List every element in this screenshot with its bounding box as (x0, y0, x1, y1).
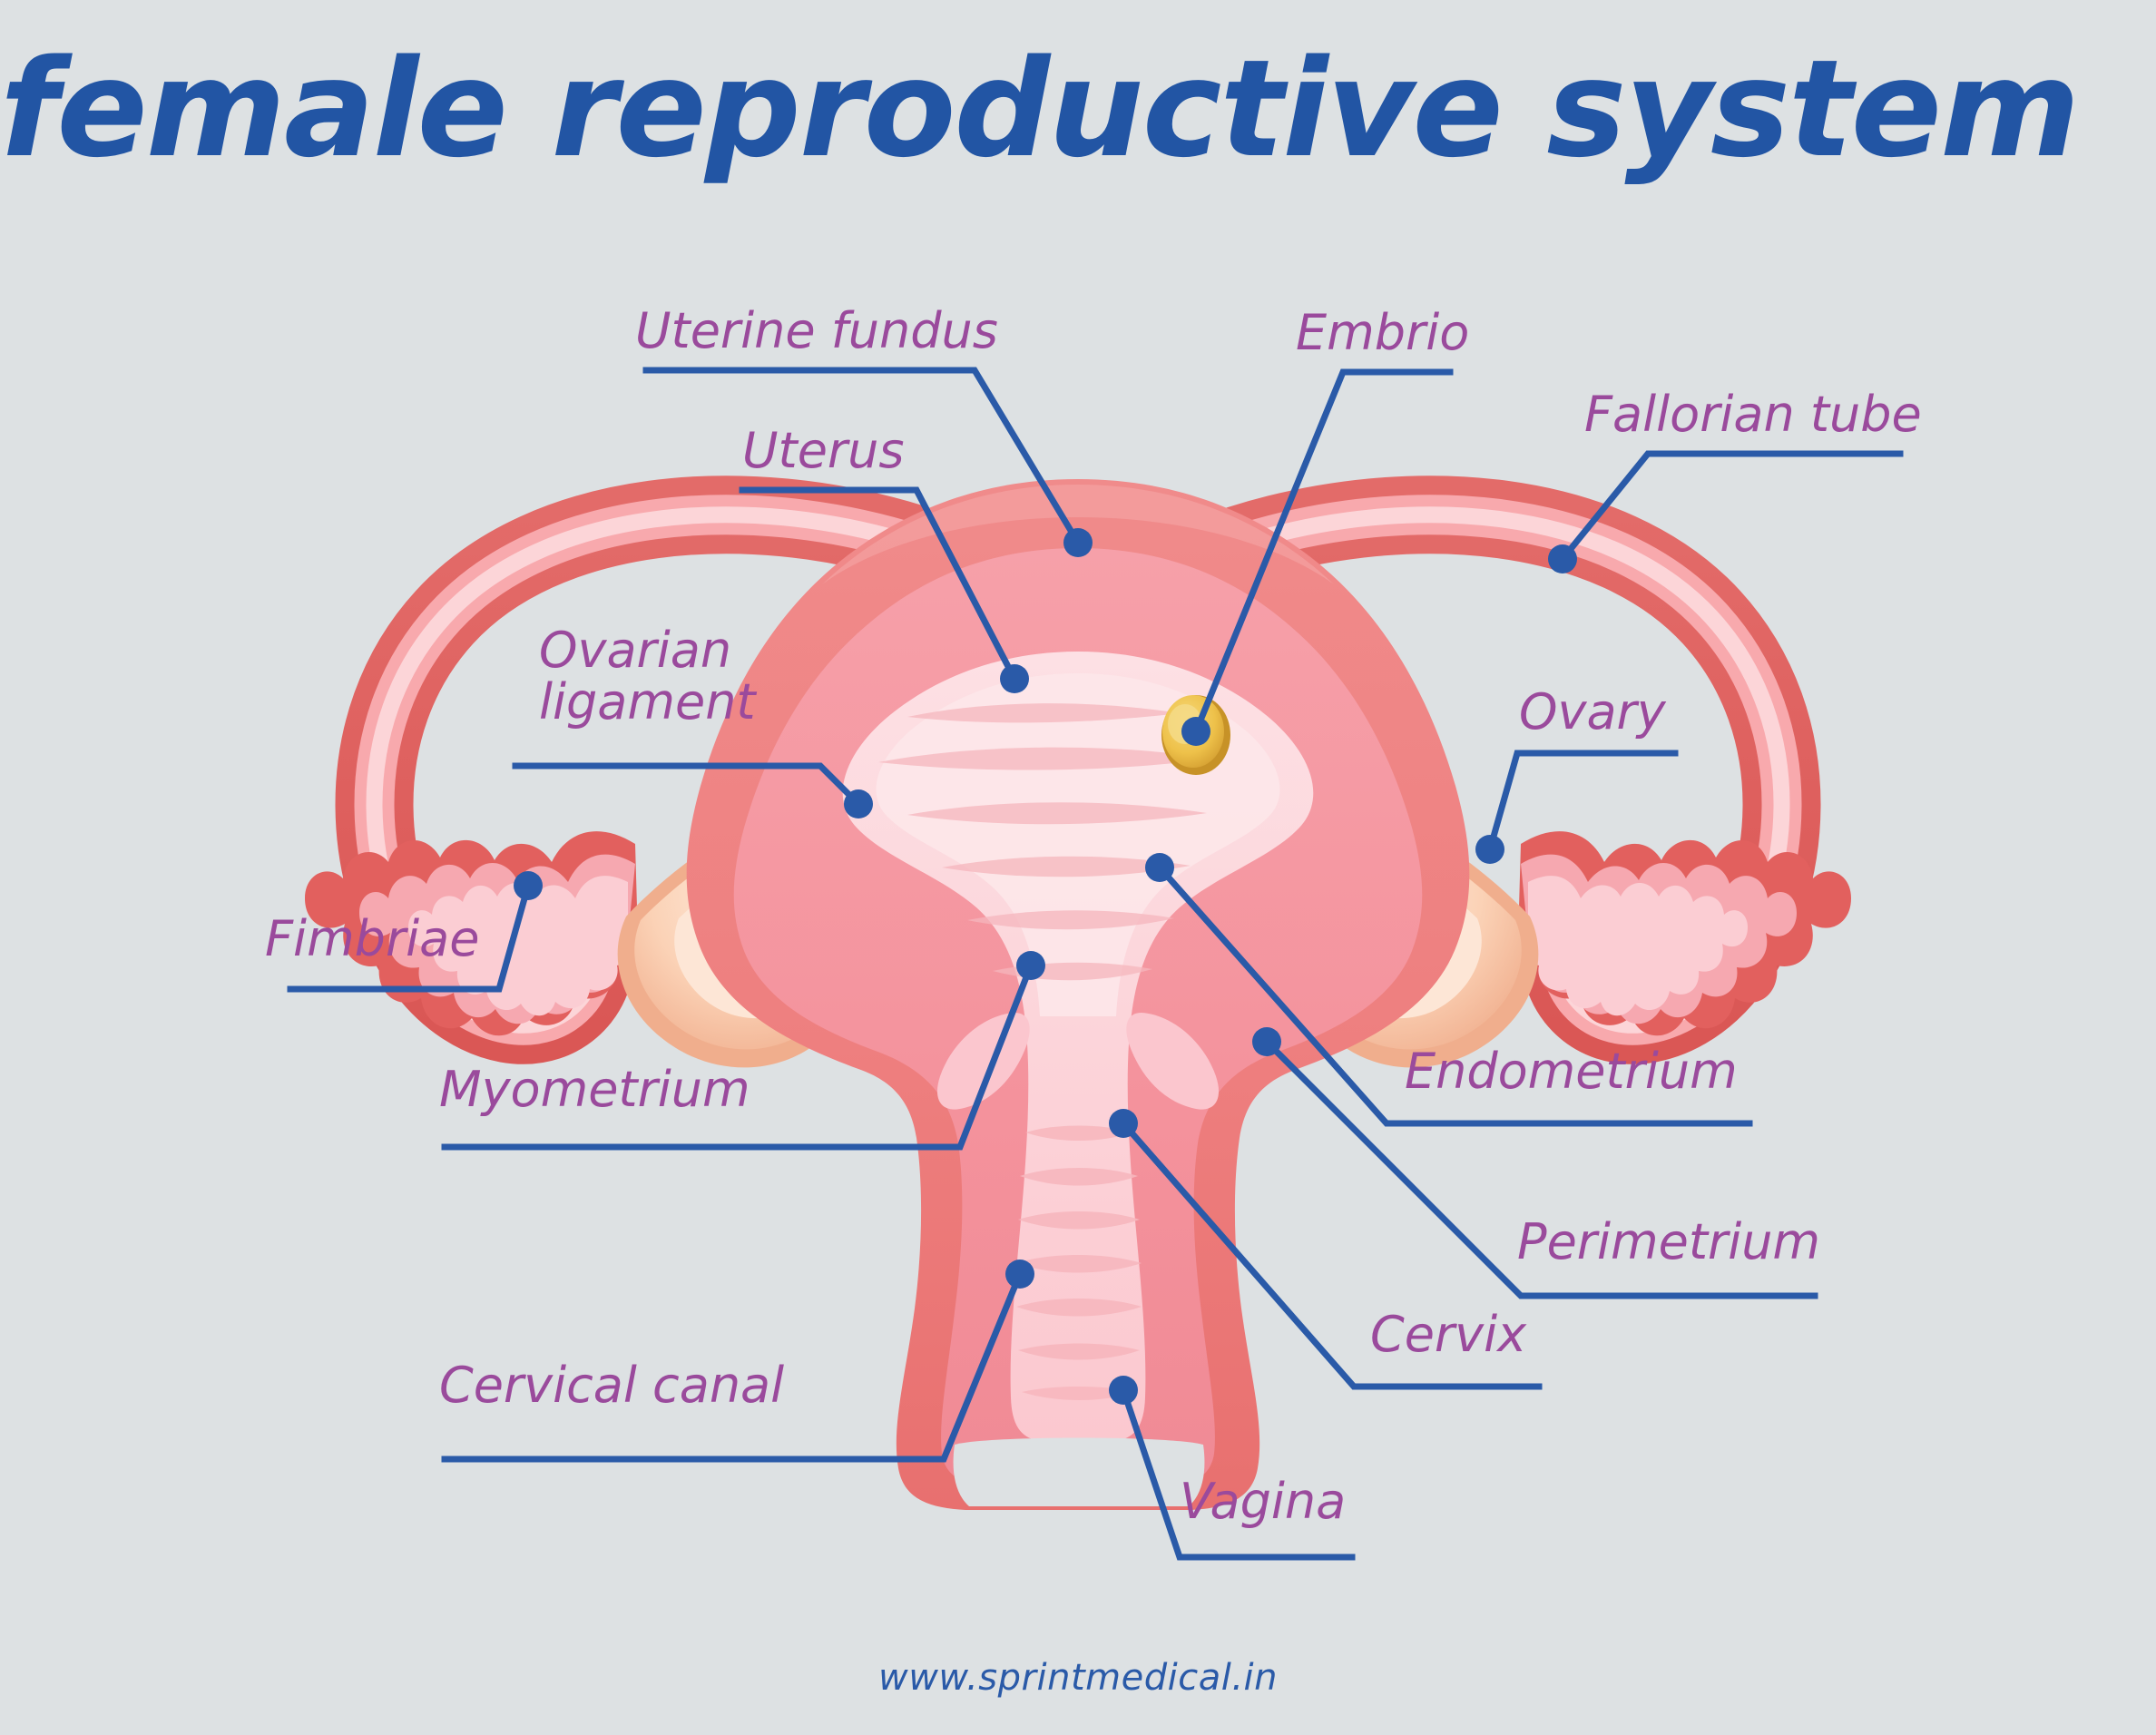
vaginal-canal-opening (953, 1437, 1205, 1506)
label-ovarian-ligament: Ovarian ligament (539, 622, 756, 731)
leader-perimetrium (1262, 1037, 1818, 1299)
label-perimetrium: Perimetrium (1517, 1213, 1821, 1270)
dot-endometrium (1145, 853, 1174, 882)
label-fimbriae: Fimbriae (265, 910, 480, 967)
dot-uterus (1000, 664, 1029, 693)
fimbriae-right (1510, 831, 1851, 1036)
label-ovarian-ligament-line2: ligament (539, 673, 756, 731)
dot-cervix (1109, 1109, 1138, 1138)
dot-myometrium (1016, 951, 1045, 980)
label-uterus: Uterus (742, 422, 905, 479)
label-uterine-fundus: Uterine fundus (635, 302, 998, 359)
label-vagina: Vagina (1180, 1473, 1347, 1530)
dot-ovary (1475, 835, 1504, 864)
label-ovarian-ligament-line1: Ovarian (539, 622, 732, 679)
dot-fimbriae (514, 871, 543, 900)
leader-ovary (1485, 750, 1679, 854)
dot-ovarian-ligament (844, 789, 873, 818)
page-title: female reproductive system (0, 31, 2080, 187)
label-myometrium: Myometrium (439, 1061, 750, 1118)
fimbriae-left (305, 831, 646, 1036)
dot-uterine-fundus (1063, 528, 1093, 557)
leader-vagina (1119, 1386, 1356, 1561)
cervix-region (936, 1013, 1220, 1110)
label-endometrium: Endometrium (1405, 1043, 1738, 1100)
leader-endometrium (1155, 863, 1753, 1127)
leader-lines (287, 367, 1904, 1561)
leader-fallorian-tube (1558, 450, 1904, 564)
leader-embrio (1191, 368, 1454, 736)
dot-cervical-canal (1005, 1260, 1034, 1289)
leader-uterine-fundus (642, 367, 1083, 547)
leader-myometrium (441, 961, 1035, 1151)
cervical-canal-rugae (1016, 1125, 1142, 1400)
label-embrio: Embrio (1296, 304, 1470, 361)
label-cervical-canal: Cervical canal (439, 1357, 785, 1414)
leader-uterus (739, 486, 1019, 683)
leader-dots (514, 528, 1577, 1405)
leader-cervical-canal (441, 1269, 1024, 1463)
leader-fimbriae (287, 881, 533, 993)
label-ovary: Ovary (1519, 683, 1666, 740)
dot-perimetrium (1252, 1027, 1281, 1056)
label-cervix: Cervix (1370, 1306, 1527, 1363)
leader-ovarian-ligament (512, 762, 863, 809)
dot-fallorian-tube (1548, 544, 1577, 573)
fundus-highlight (822, 485, 1334, 584)
dot-vagina (1109, 1376, 1138, 1405)
leader-cervix (1119, 1119, 1543, 1390)
label-fallorian-tube: Fallorian tube (1584, 386, 1922, 443)
site-watermark: www.sprintmedical.in (878, 1657, 1278, 1699)
dot-embrio (1181, 717, 1210, 746)
